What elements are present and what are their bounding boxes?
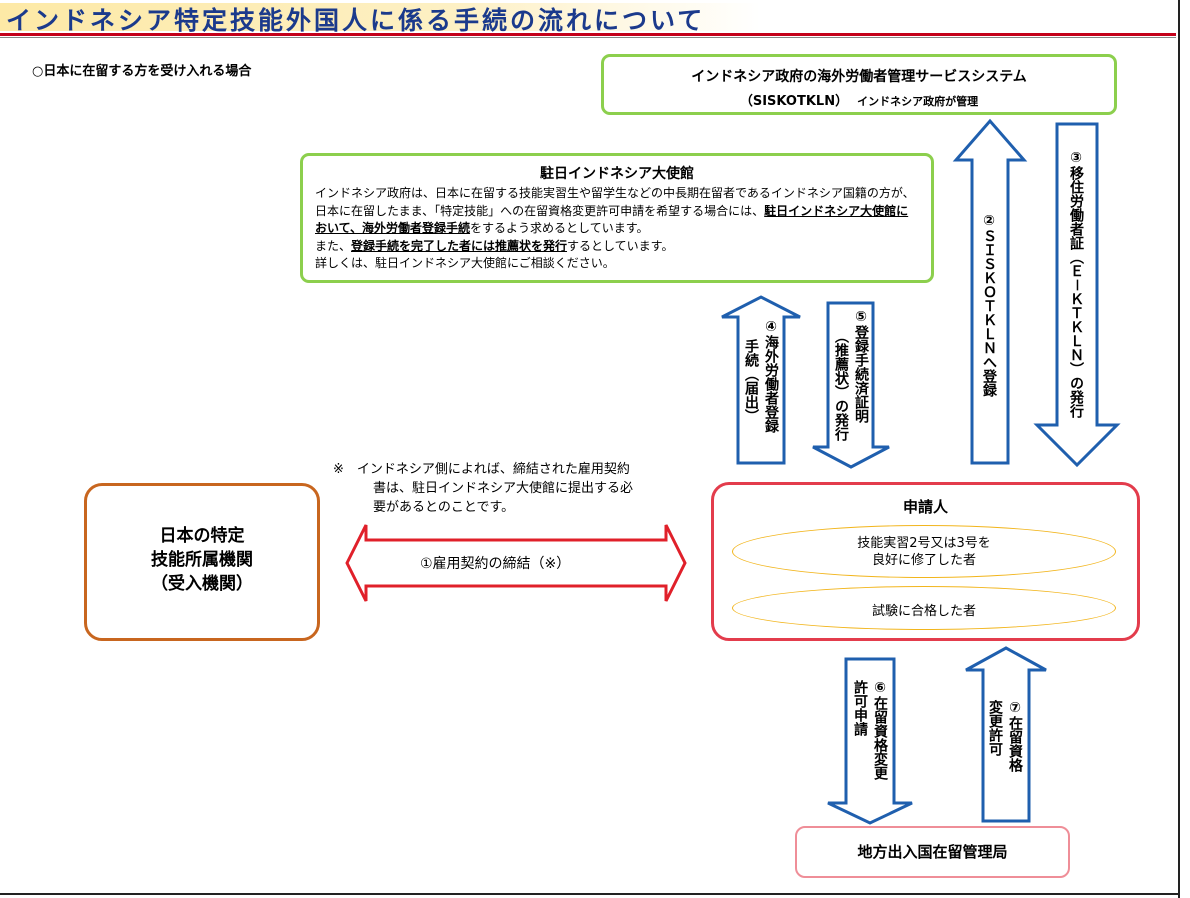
step7-label-line1: ⑦在留資格 xyxy=(1007,700,1023,772)
title-rule-thin xyxy=(0,37,1176,38)
embassy-p1: インドネシア政府は、日本に在留する技能実習生や留学生などの中長期在留者であるイン… xyxy=(315,186,915,218)
receiving-organization-box: 日本の特定 技能所属機関 （受入機関） xyxy=(84,483,320,641)
embassy-p1-emphasis: 駐日インドネシア大使館において、海外労働者登録手続 xyxy=(315,203,909,236)
title-rule xyxy=(0,33,1176,36)
condition1-line2: 良好に修了した者 xyxy=(871,553,976,568)
siskotkln-box: インドネシア政府の海外労働者管理サービスシステム （SISKOTKLN） インド… xyxy=(601,54,1117,115)
step3-label: ③移住労働者証（Ｅ－ＫＴＫＬＮ）の発行 xyxy=(1068,150,1084,418)
step1-label: ①雇用契約の締結（※） xyxy=(420,556,571,572)
step4-label-line2: 手続（届出） xyxy=(743,339,759,423)
company-line2: 技能所属機関 xyxy=(151,550,253,570)
embassy-p3: 詳しくは、駐日インドネシア大使館にご相談ください。 xyxy=(315,256,615,270)
note-line2: 書は、駐日インドネシア大使館に提出する必 xyxy=(373,481,634,496)
immigration-bureau-box: 地方出入国在留管理局 xyxy=(795,826,1070,878)
arrow-step1-double xyxy=(345,524,687,602)
siskotkln-acronym: （SISKOTKLN） xyxy=(739,94,849,109)
step4-label: ④海外労働者登録手続（届出） xyxy=(741,319,781,433)
contract-note: ※ インドネシア側によれば、締結された雇用契約 書は、駐日インドネシア大使館に提… xyxy=(333,460,633,517)
embassy-p2-start: また、 xyxy=(315,238,352,253)
page-bottom-border xyxy=(0,893,1180,895)
title-highlight xyxy=(0,3,760,31)
step5-label-line2: （推薦状）の発行 xyxy=(833,329,849,441)
embassy-p1-end: をするよう求めるとしています。 xyxy=(470,221,649,235)
note-line3: 要があるとのことです。 xyxy=(373,500,515,515)
condition-training-completed: 技能実習2号又は3号を 良好に修了した者 xyxy=(732,525,1116,578)
embassy-p2-end: するとしています。 xyxy=(567,238,674,253)
page-subtitle: ○日本に在留する方を受け入れる場合 xyxy=(32,64,252,79)
step4-label-line1: ④海外労働者登録 xyxy=(763,319,779,433)
step5-label: ⑤登録手続済証明（推薦状）の発行 xyxy=(831,309,871,441)
applicant-heading: 申請人 xyxy=(902,498,948,516)
step6-label-line2: 許可申請 xyxy=(852,680,868,736)
page-title: インドネシア特定技能外国人に係る手続の流れについて xyxy=(6,6,706,35)
embassy-heading: 駐日インドネシア大使館 xyxy=(540,166,694,182)
step6-label-line1: ⑥在留資格変更 xyxy=(872,680,888,780)
arrow-step5-down xyxy=(812,301,890,469)
arrow-step6-down xyxy=(827,657,913,825)
siskotkln-subtitle: （SISKOTKLN） インドネシア政府が管理 xyxy=(604,90,1114,109)
embassy-body: インドネシア政府は、日本に在留する技能実習生や留学生などの中長期在留者であるイン… xyxy=(315,185,919,273)
condition-exam-passed: 試験に合格した者 xyxy=(732,586,1116,630)
arrow-step3-down xyxy=(1033,122,1121,468)
company-line1: 日本の特定 xyxy=(159,526,245,546)
step7-label-line2: 変更許可 xyxy=(987,700,1003,756)
step5-label-line1: ⑤登録手続済証明 xyxy=(853,309,869,423)
siskotkln-title: インドネシア政府の海外労働者管理サービスシステム xyxy=(691,69,1027,85)
siskotkln-note: インドネシア政府が管理 xyxy=(857,95,979,108)
arrow-step2-up xyxy=(952,118,1028,465)
page-right-border xyxy=(1178,0,1180,898)
company-line3: （受入機関） xyxy=(151,574,253,594)
arrow-step7-up xyxy=(965,646,1047,823)
note-line1: ※ インドネシア側によれば、締結された雇用契約 xyxy=(333,462,630,477)
embassy-p2-emphasis: 登録手続を完了した者には推薦状を発行 xyxy=(351,238,568,253)
title-bar: インドネシア特定技能外国人に係る手続の流れについて xyxy=(0,0,1178,35)
step6-label: ⑥在留資格変更許可申請 xyxy=(850,680,890,780)
applicant-box: 申請人 技能実習2号又は3号を 良好に修了した者 試験に合格した者 xyxy=(711,482,1140,641)
step2-label: ②ＳＩＳＫＯＴＫＬＮへ登録 xyxy=(981,213,997,397)
condition1-line1: 技能実習2号又は3号を xyxy=(857,536,991,551)
embassy-box: 駐日インドネシア大使館 インドネシア政府は、日本に在留する技能実習生や留学生など… xyxy=(300,153,934,283)
step7-label: ⑦在留資格変更許可 xyxy=(985,700,1025,772)
arrow-step4-up xyxy=(721,295,801,465)
